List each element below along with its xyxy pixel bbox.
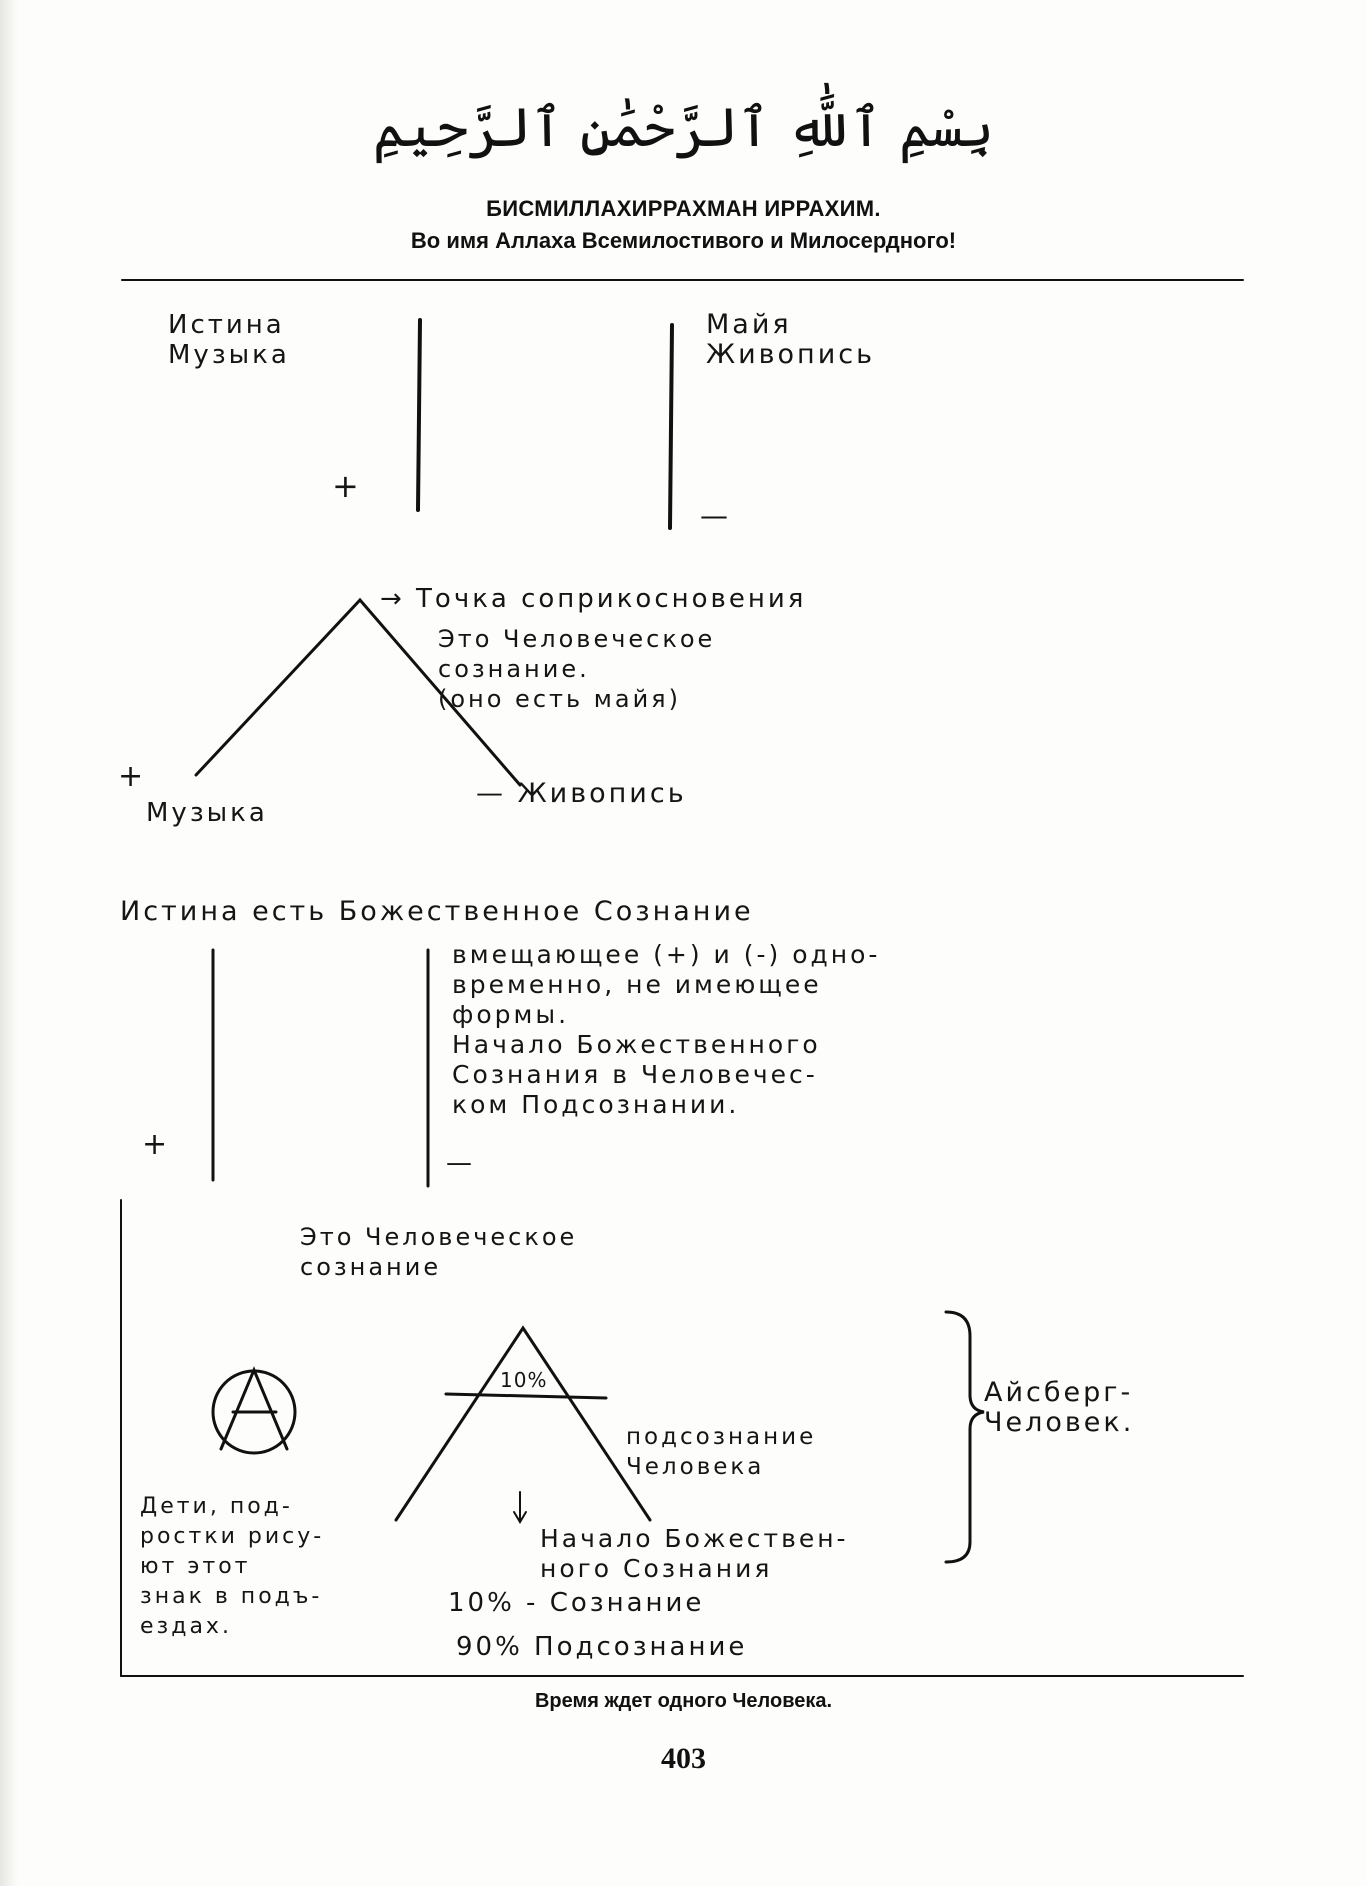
page-edge-shadow xyxy=(0,0,18,1886)
human-consciousness-label: Это Человеческое сознание xyxy=(300,1223,578,1281)
music-label: Музыка xyxy=(146,798,268,828)
plus-sign: + xyxy=(332,467,362,505)
minus-sign: — xyxy=(446,1148,475,1178)
bismillah-calligraphy: بِسْمِ ٱللَّٰهِ ٱلرَّحْمَٰنِ ٱلرَّحِيمِ xyxy=(372,96,995,159)
anarchy-symbol-icon xyxy=(211,1366,297,1455)
human-consciousness-note: Это Человеческое сознание. (оно есть май… xyxy=(438,625,716,713)
page-header-subtitle: Во имя Аллаха Всемилостивого и Милосердн… xyxy=(410,228,957,253)
plus-sign: + xyxy=(142,1127,171,1162)
truth-divine-consciousness-title: Истина есть Божественное Сознание xyxy=(120,896,754,927)
contact-point-label: → Точка соприкосновения xyxy=(380,584,807,614)
contact-point-diagram xyxy=(194,597,522,787)
tip-percent-label: 10% xyxy=(500,1368,548,1392)
subconscious-label: подсознание Человека xyxy=(626,1424,817,1480)
truth-music-label: Истина Музыка xyxy=(168,310,290,370)
footer-caption: Время ждет одного Человека. xyxy=(534,1690,833,1712)
page-number: 403 xyxy=(661,1742,706,1775)
conscious-ratio-label: 10% - Сознание xyxy=(448,1588,705,1618)
iceberg-triangle xyxy=(394,1325,652,1522)
subconscious-ratio-label: 90% Подсознание xyxy=(456,1632,748,1662)
section1-right-line xyxy=(668,323,674,530)
painting-label: — Живопись xyxy=(476,778,687,809)
iceberg-brace xyxy=(944,1310,985,1564)
page-header-title: БИСМИЛЛАХИРРАХМАН ИРРАХИМ. xyxy=(486,196,881,221)
iceberg-waterline xyxy=(444,1392,608,1400)
divine-origin-label: Начало Божествен- ного Сознания xyxy=(540,1524,849,1583)
minus-sign: — xyxy=(700,499,731,532)
iceberg-human-label: Айсберг- Человек. xyxy=(984,1377,1135,1438)
divine-consciousness-description: вмещающее (+) и (-) одно- временно, не и… xyxy=(452,940,881,1119)
plus-sign: + xyxy=(118,759,147,794)
children-symbol-note: Дети, под- ростки рису- ют этот знак в п… xyxy=(140,1494,325,1639)
maya-painting-label: Майя Живопись xyxy=(706,309,876,370)
section1-left-line xyxy=(416,318,422,512)
